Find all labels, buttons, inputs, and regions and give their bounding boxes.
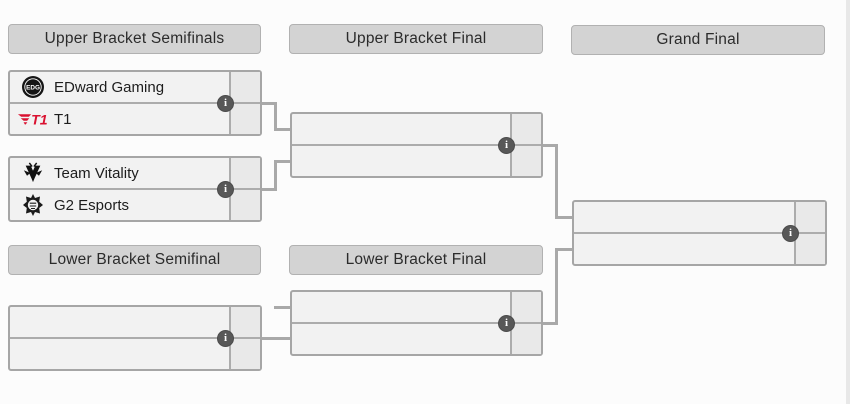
team-row-tbd [292, 324, 541, 354]
connector-ubsf1-out [262, 102, 276, 105]
connector-ubsf2-out [262, 188, 276, 191]
header-upper-bracket-final: Upper Bracket Final [289, 24, 543, 54]
match-ub-semifinal-2: Team Vitality G2 Esports i [8, 156, 262, 222]
vitality-logo-icon [17, 162, 49, 184]
team-row-tbd [10, 307, 260, 337]
match-grand-final: i [572, 200, 827, 266]
match-lb-semifinal: i [8, 305, 262, 371]
score-cell [794, 202, 825, 232]
match-row-divider [292, 322, 541, 324]
match-lb-final: i [290, 290, 543, 356]
match-ub-final: i [290, 112, 543, 178]
connector-lbfinal-in [555, 248, 572, 251]
score-cell [794, 234, 825, 264]
score-cell [510, 114, 541, 144]
team-row-edward-gaming[interactable]: EDG EDward Gaming [10, 72, 260, 102]
connector-lbfinal-top-stub [274, 306, 290, 309]
match-info-icon[interactable]: i [217, 94, 234, 112]
team-row-g2-esports[interactable]: G2 Esports [10, 190, 260, 220]
match-row-divider [10, 337, 260, 339]
connector-ubsf1-in [274, 128, 290, 131]
team-row-tbd [292, 292, 541, 322]
match-info-icon[interactable]: i [782, 224, 799, 242]
match-info-icon[interactable]: i [217, 329, 234, 347]
header-lower-bracket-final: Lower Bracket Final [289, 245, 543, 275]
svg-text:EDG: EDG [26, 84, 40, 91]
connector-lbfinal-elbow [555, 248, 558, 325]
team-name: G2 Esports [54, 196, 130, 214]
g2-logo-icon [17, 193, 49, 217]
team-row-tbd [574, 234, 825, 264]
header-upper-bracket-semifinals: Upper Bracket Semifinals [8, 24, 261, 54]
header-grand-final: Grand Final [571, 25, 825, 55]
score-cell [229, 72, 260, 102]
team-name: T1 [54, 110, 72, 128]
connector-lbsf-out [262, 337, 290, 340]
score-cell [229, 307, 260, 337]
team-row-tbd [292, 114, 541, 144]
team-row-tbd [574, 202, 825, 232]
team-name: Team Vitality [54, 164, 139, 182]
right-edge-strip [846, 0, 850, 404]
t1-logo-icon: T1 [17, 110, 49, 128]
score-cell [229, 339, 260, 369]
team-row-tbd [292, 146, 541, 176]
score-cell [510, 324, 541, 354]
match-info-icon[interactable]: i [498, 136, 515, 154]
match-row-divider [292, 144, 541, 146]
header-lower-bracket-semifinal: Lower Bracket Semifinal [8, 245, 261, 275]
connector-ubfinal-in [555, 216, 572, 219]
connector-lbfinal-out [543, 322, 557, 325]
connector-ubfinal-out [543, 144, 557, 147]
match-info-icon[interactable]: i [217, 180, 234, 198]
score-cell [229, 158, 260, 188]
connector-ubsf2-elbow [274, 160, 277, 191]
match-ub-semifinal-1: EDG EDward Gaming T1 T1 [8, 70, 262, 136]
match-row-divider [10, 188, 260, 190]
connector-ubfinal-elbow [555, 144, 558, 219]
score-cell [229, 190, 260, 220]
connector-ubsf1-elbow [274, 102, 277, 131]
connector-ubsf2-in [274, 160, 290, 163]
match-row-divider [10, 102, 260, 104]
svg-text:T1: T1 [31, 112, 48, 128]
match-row-divider [574, 232, 825, 234]
team-name: EDward Gaming [54, 78, 165, 96]
match-info-icon[interactable]: i [498, 314, 515, 332]
score-cell [229, 104, 260, 134]
score-cell [510, 292, 541, 322]
team-row-t1[interactable]: T1 T1 [10, 104, 260, 134]
team-row-tbd [10, 339, 260, 369]
team-row-team-vitality[interactable]: Team Vitality [10, 158, 260, 188]
edg-logo-icon: EDG [17, 75, 49, 99]
score-cell [510, 146, 541, 176]
